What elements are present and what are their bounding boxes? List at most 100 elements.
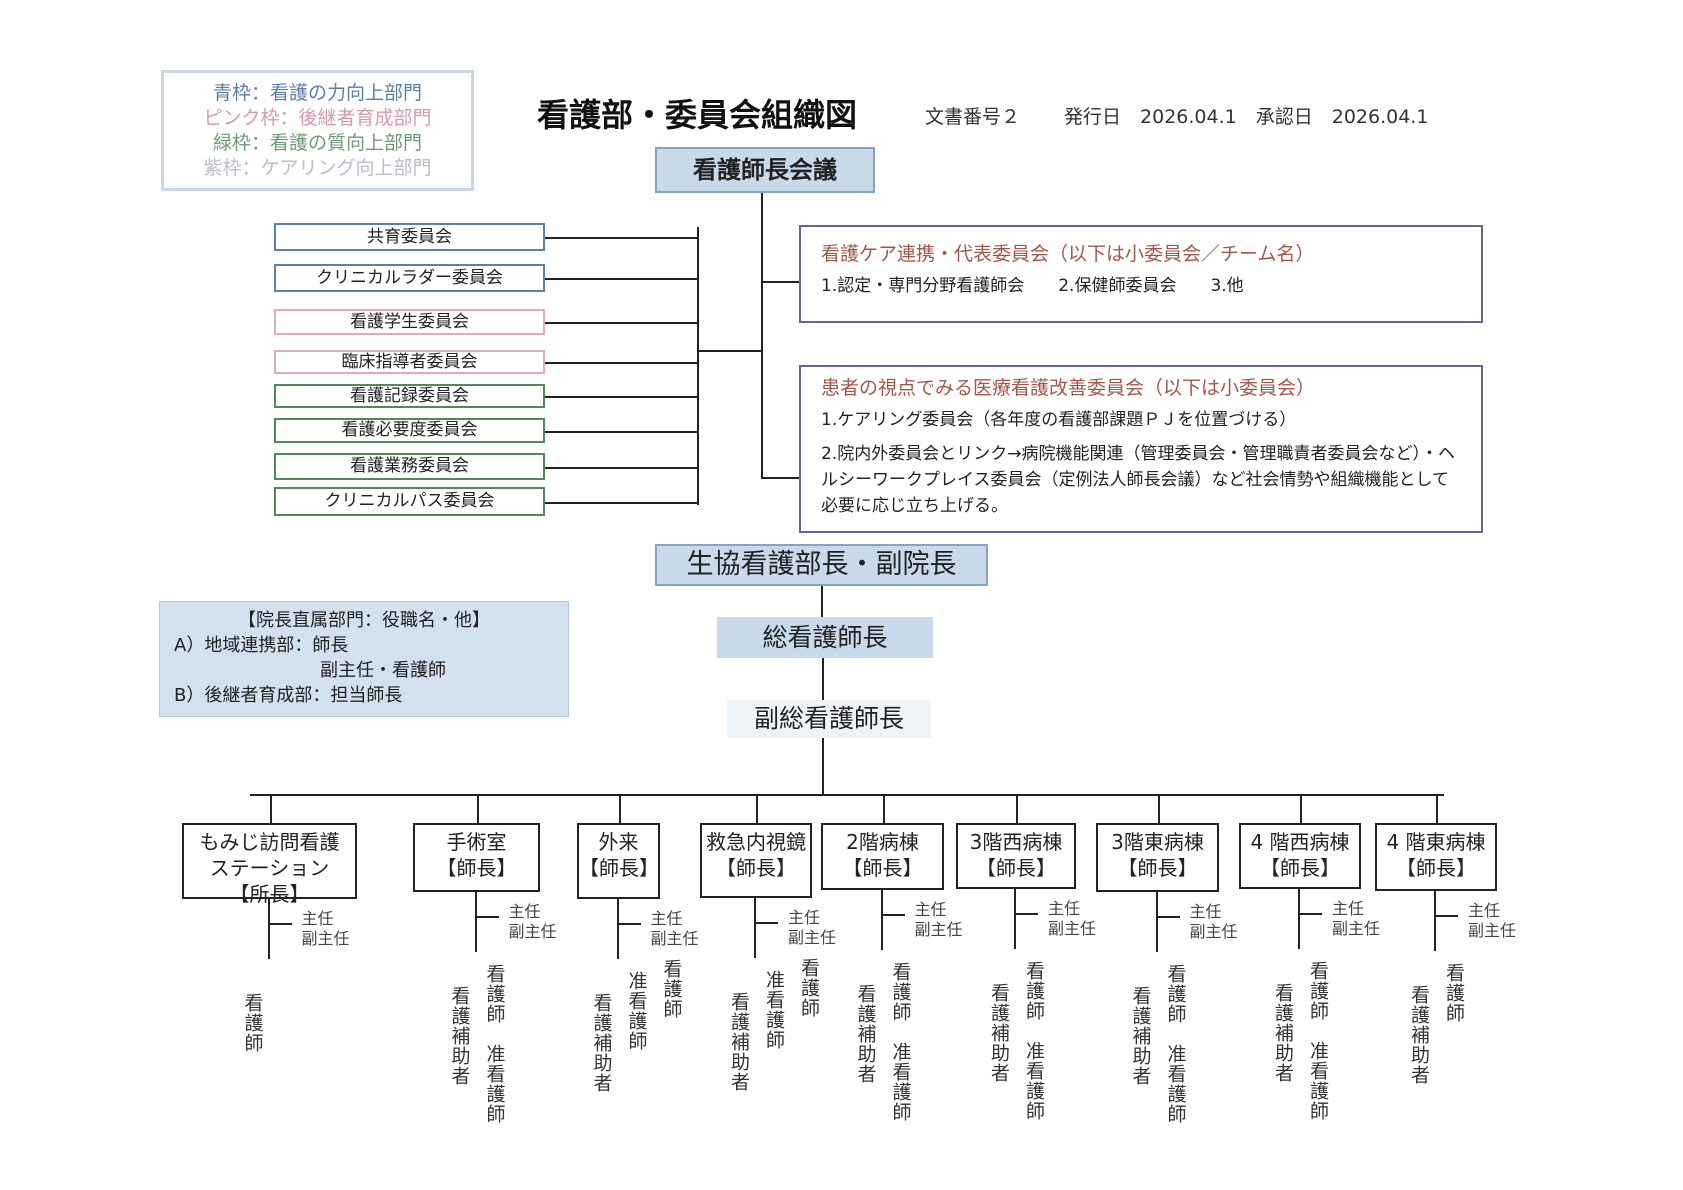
connector [1016,913,1038,915]
ward-unit: 外来【師長】 主任 副主任 看護補助者准看護師看護師 [577,823,740,1093]
ward-box: 救急内視鏡【師長】 [700,823,812,898]
ward-box: もみじ訪問看護 ステーション【所長】 [182,823,357,906]
ward-box: 3階東病棟【師長】 [1096,823,1219,892]
connector [821,586,823,617]
connector [1300,913,1322,915]
ward-box: 4 階東病棟【師長】 [1375,823,1497,891]
sub-roles: 主任 副主任 [1332,899,1381,938]
direct-dept-a-roles: 副主任・看護師 [320,660,446,681]
ward-unit: 2階病棟【師長】 主任 副主任 看護補助者看護師 准看護師 [821,823,1024,1122]
staff-role: 看護補助者 [854,984,877,1084]
nursing-director: 生協看護部長・副院長 [655,544,988,586]
legend-pink: ピンク枠：後継者育成部門 [203,107,432,129]
care-committee-box: 看護ケア連携・代表委員会（以下は小委員会／チーム名） 1.認定・専門分野看護師会… [799,225,1483,323]
committee-box: 看護必要度委員会 [274,418,545,443]
patient-committee-item1: 1.ケアリング委員会（各年度の看護部課題ＰＪを位置づける） [821,410,1297,430]
staff-role: 准看護師 [763,970,785,1050]
ward-box: 手術室【師長】 [413,823,540,892]
connector [616,899,619,959]
legend-box: 青枠：看護の力向上部門 ピンク枠：後継者育成部門 緑枠：看護の質向上部門 紫枠：… [161,70,474,191]
patient-committee-heading: 患者の視点でみる医療看護改善委員会（以下は小委員会） [821,377,1316,399]
direct-dept-b: B）後継者育成部：担当師長 [174,685,403,706]
head-nurse-meeting: 看護師長会議 [655,147,875,193]
ward-box: 外来【師長】 [577,823,660,899]
connector [618,923,641,925]
connector [754,898,756,958]
ward-name: もみじ訪問看護 ステーション [199,830,340,880]
committee-box: 共育委員会 [274,223,545,251]
chief-nurse: 総看護師長 [717,617,933,658]
sub-roles: 主任 副主任 [1468,901,1517,940]
committee-box: クリニカルラダー委員会 [274,264,545,292]
legend-green: 緑枠：看護の質向上部門 [212,132,422,154]
committee-box: 臨床指導者委員会 [274,350,545,374]
staff-role: 看護補助者 [988,983,1010,1083]
connector [756,922,778,924]
connector [1016,795,1018,823]
connector [476,795,479,823]
connector [545,466,697,469]
connector [545,362,697,364]
page-title: 看護部・委員会組織図 [537,96,858,134]
ward-name: 3階西病棟 [969,830,1063,854]
committee-box: 看護記録委員会 [274,384,545,408]
ward-head-role: 【師長】 [1260,856,1340,880]
connector [1434,891,1436,951]
direct-departments-heading: 【院長直属部門：役職名・他】 [238,610,490,631]
ward-unit: 3階東病棟【師長】 主任 副主任 看護補助者看護師 准看護師 [1096,823,1299,1124]
connector [882,914,905,916]
connector [618,795,621,823]
staff-role: 看護師 [798,958,820,1018]
staff-role: 看護補助者 [590,993,613,1093]
ward-head-role: 【師長】 [842,856,923,880]
staff-role: 准看護師 [625,971,648,1051]
staff-role: 看護補助者 [448,986,471,1086]
connector [476,916,499,918]
connector [545,278,697,280]
ward-name: 救急内視鏡 [706,830,806,854]
connector [545,430,697,433]
deputy-chief-nurse: 副総看護師長 [727,700,931,738]
staff-role: 看護師 准看護師 [1164,964,1187,1124]
staff-role: 看護補助者 [1408,985,1430,1085]
staff-role: 看護補助者 [1272,983,1294,1083]
connector [822,658,824,700]
patient-committee-box: 患者の視点でみる医療看護改善委員会（以下は小委員会） 1.ケアリング委員会（各年… [799,365,1483,533]
ward-name: 3階東病棟 [1111,830,1204,854]
legend-blue: 青枠：看護の力向上部門 [212,82,422,104]
ward-head-role: 【師長】 [1117,856,1198,880]
connector [1155,892,1158,952]
staff-role: 看護師 准看護師 [889,962,912,1122]
ward-head-role: 【師長】 [976,856,1056,880]
sub-roles: 主任 副主任 [788,908,837,947]
connector [545,237,697,239]
staff-role: 看護補助者 [728,992,750,1092]
connector [250,794,1444,796]
ward-box: 2階病棟【師長】 [821,823,944,890]
connector [882,795,885,823]
patient-committee-item2: 2.院内外委員会とリンク→病院機能関連（管理委員会・管理職責者委員会など）・ヘル… [821,444,1455,516]
ward-head-role: 【師長】 [579,856,659,880]
staff-role: 看護師 [241,993,264,1053]
staff-role: 看護師 准看護師 [483,964,506,1124]
connector [822,738,824,795]
connector [474,892,477,952]
connector [269,795,272,823]
ward-head-role: 【師長】 [716,856,796,880]
connector [697,350,762,352]
staff-role: 看護師 准看護師 [1023,961,1045,1121]
connector [545,501,697,504]
ward-name: 4 階東病棟 [1386,830,1486,854]
direct-dept-a: A）地域連携部：師長 [174,635,349,656]
care-committee-items: 1.認定・専門分野看護師会 2.保健師委員会 3.他 [821,276,1244,296]
sub-roles: 主任 副主任 [1048,899,1097,938]
connector [545,396,697,398]
ward-unit: 4 階西病棟【師長】 主任 副主任 看護補助者看護師 准看護師 [1239,823,1441,1121]
ward-head-role: 【所長】 [229,882,310,906]
ward-head-role: 【師長】 [436,856,517,880]
connector [1014,889,1016,949]
ward-name: 外来 [598,830,639,854]
ward-unit: 救急内視鏡【師長】 主任 副主任 看護補助者准看護師看護師 [700,823,892,1092]
ward-unit: 3階西病棟【師長】 主任 副主任 看護補助者看護師 准看護師 [956,823,1156,1121]
connector [1436,795,1438,823]
